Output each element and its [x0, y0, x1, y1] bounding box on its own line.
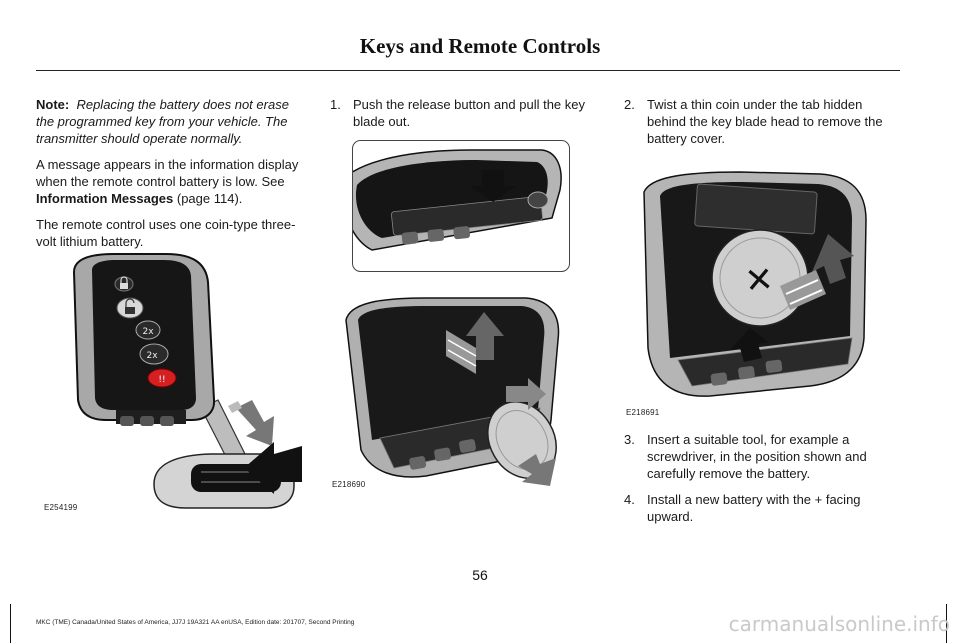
right-column-top: 2. Twist a thin coin under the tab hidde… [624, 96, 894, 156]
lift-up-arrow-icon [446, 312, 504, 374]
liftgate-button-icon: 2x [135, 320, 161, 340]
tool-up-arrow-icon [780, 234, 854, 310]
footer-edition-text: MKC (TME) Canada/United States of Americ… [36, 619, 355, 626]
watermark: carmanualsonline.info [728, 612, 950, 636]
press-down-arrow-icon [470, 170, 516, 202]
remote-start-button-icon: 2x [139, 343, 169, 365]
panic-button-icon: !! [147, 368, 177, 388]
crop-mark-right [946, 604, 947, 643]
page-number: 56 [472, 567, 488, 583]
step-4: 4. Install a new battery with the + faci… [624, 491, 894, 525]
step-4-number: 4. [624, 492, 635, 507]
info-messages-link[interactable]: Information Messages [36, 191, 174, 206]
page-title: Keys and Remote Controls [359, 34, 601, 58]
step-3: 3. Insert a suitable tool, for example a… [624, 431, 894, 482]
figure-code-e218690: E218690 [332, 480, 366, 489]
push-arrow-icon [244, 442, 302, 494]
step-2-number: 2. [624, 97, 635, 112]
battery-type-paragraph: The remote control uses one coin-type th… [36, 217, 296, 249]
battery-cover-removed-figure [345, 297, 560, 486]
unlock-button-icon [116, 297, 144, 319]
step-2: 2. Twist a thin coin under the tab hidde… [624, 96, 894, 147]
step-2-text: Twist a thin coin under the tab hidden b… [647, 97, 883, 146]
note-paragraph: Note: Replacing the battery does not era… [36, 96, 306, 147]
step-1: 1. Push the release button and pull the … [330, 96, 602, 130]
step-3-text: Insert a suitable tool, for example a sc… [647, 432, 867, 481]
step-1-text: Push the release button and pull the key… [353, 97, 585, 129]
insert-tool-arrow-icon [730, 328, 768, 362]
crop-mark-left [10, 604, 11, 643]
step-3-number: 3. [624, 432, 635, 447]
step-4-text: Install a new battery with the + facing … [647, 492, 861, 524]
svg-text:!!: !! [158, 375, 165, 385]
key-fob-figure: 2x 2x !! [72, 253, 302, 509]
step-1-number: 1. [330, 97, 341, 112]
svg-text:2x: 2x [142, 327, 154, 337]
slide-right-arrow-icon [506, 378, 546, 410]
note-text: Replacing the battery does not erase the… [36, 97, 289, 146]
lock-button-icon [114, 276, 134, 292]
middle-column: 1. Push the release button and pull the … [330, 96, 602, 139]
svg-text:2x: 2x [146, 351, 158, 361]
slide-down-arrow-icon [228, 400, 274, 446]
figure-code-e218691: E218691 [626, 408, 660, 417]
figure-code-e254199: E254199 [44, 503, 78, 512]
para1-pre: A message appears in the information dis… [36, 157, 299, 189]
release-button-figure [352, 140, 570, 272]
right-column-bottom: 3. Insert a suitable tool, for example a… [624, 431, 894, 534]
push-up-arrow-icon [518, 454, 556, 486]
note-label: Note: [36, 97, 70, 112]
header-divider [36, 70, 900, 71]
coin-battery-figure: + [643, 171, 867, 397]
info-message-paragraph: A message appears in the information dis… [36, 156, 306, 207]
para1-post: (page 114). [173, 191, 243, 206]
left-column: Note: Replacing the battery does not era… [36, 96, 306, 259]
